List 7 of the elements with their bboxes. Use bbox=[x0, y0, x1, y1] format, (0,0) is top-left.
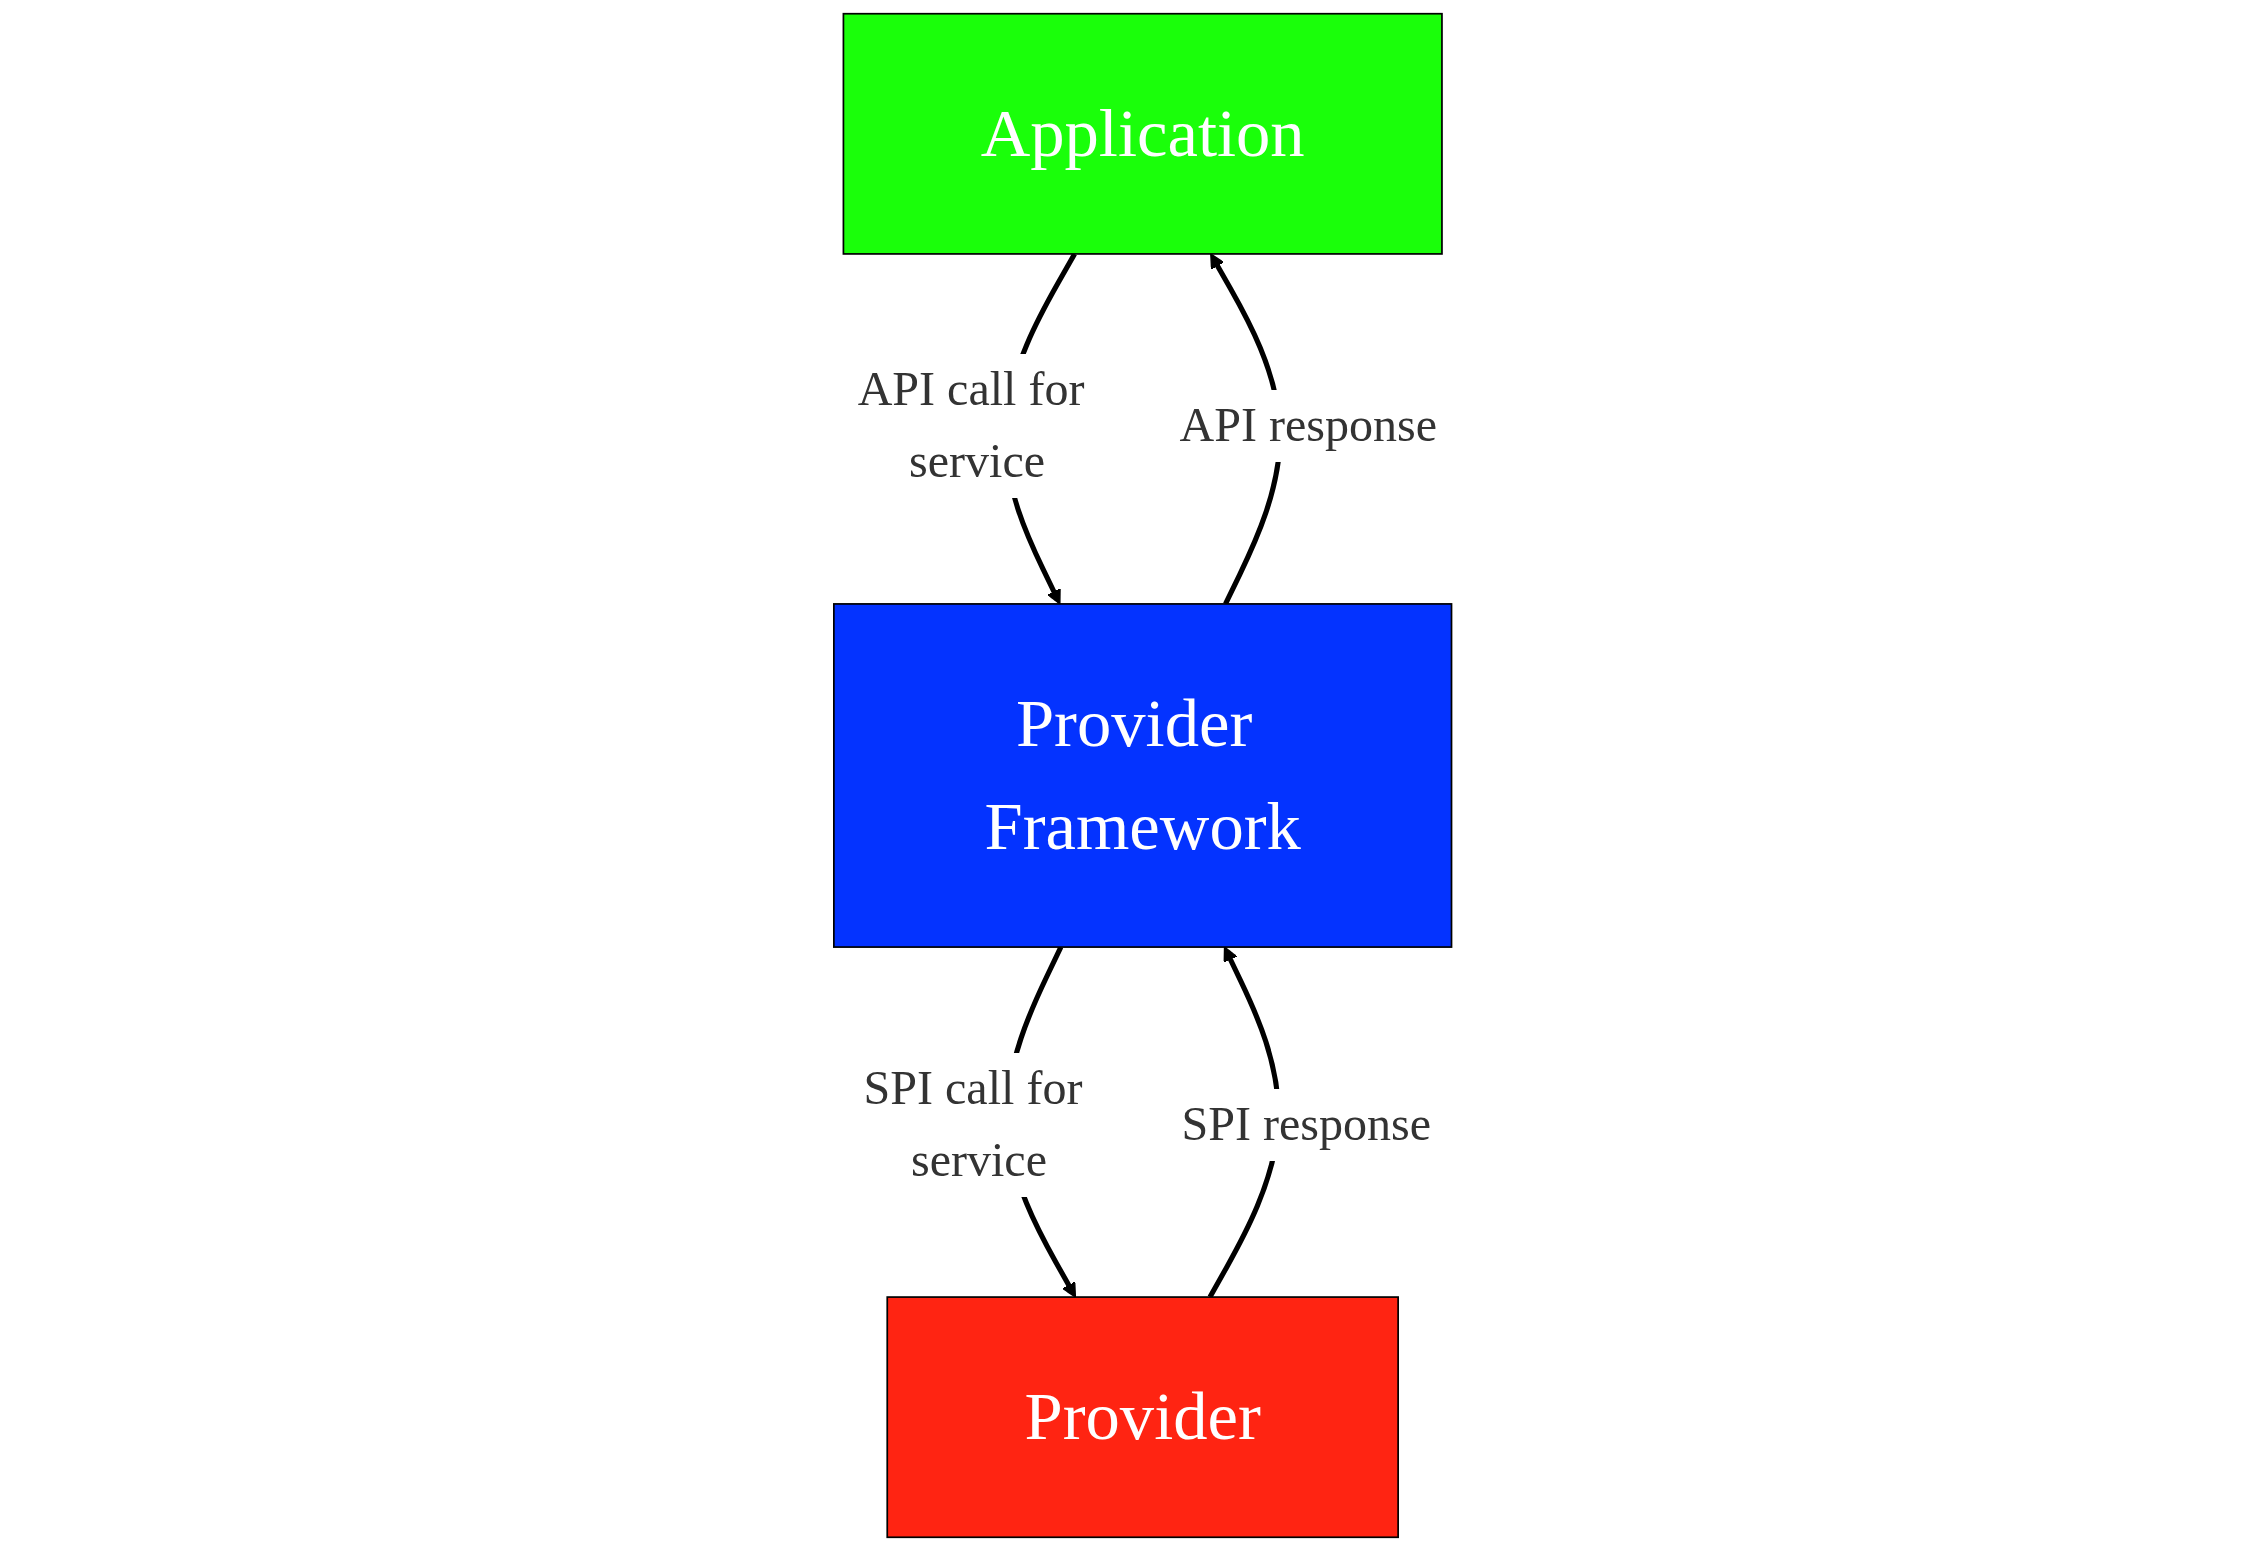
node-box: Application bbox=[842, 12, 1443, 255]
node-box: Provider Framework bbox=[833, 603, 1453, 948]
edge-label: SPI call for service bbox=[863, 1061, 1083, 1187]
edge-label: SPI response bbox=[1181, 1097, 1432, 1151]
edge-label: API response bbox=[1179, 398, 1438, 452]
edge-label: API call for service bbox=[857, 362, 1085, 488]
node-box: Provider bbox=[886, 1296, 1399, 1539]
